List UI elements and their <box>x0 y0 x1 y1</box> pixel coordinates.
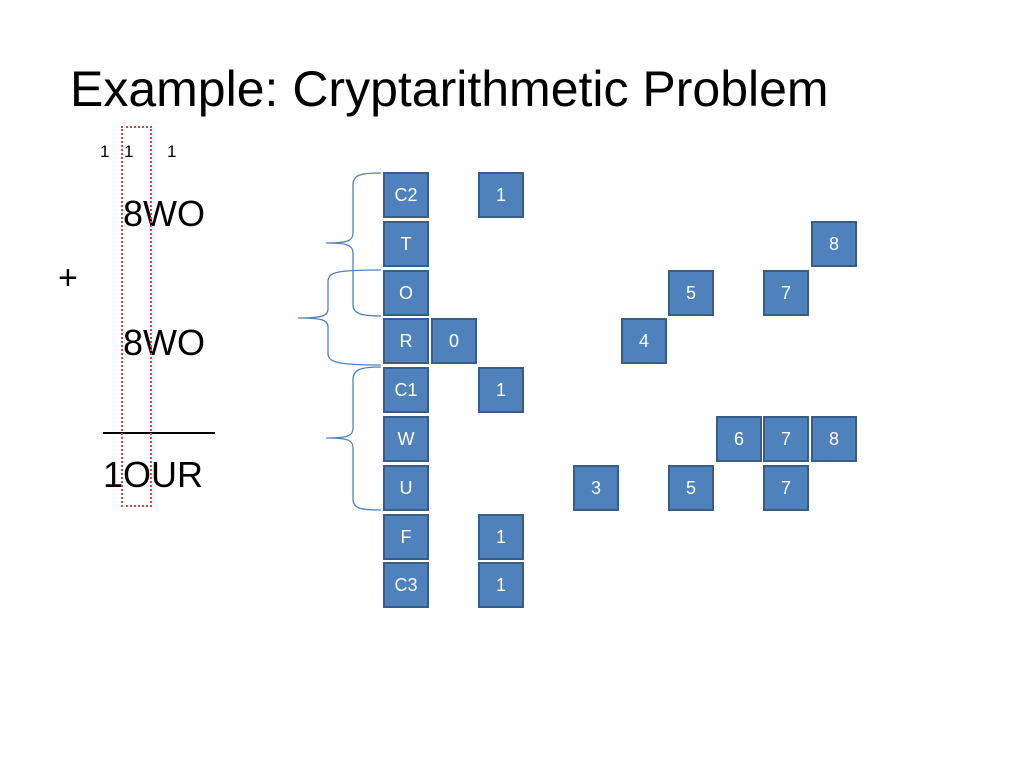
variable-cell-u: U <box>383 465 429 511</box>
value-cell: 3 <box>573 465 619 511</box>
variable-cell-w: W <box>383 416 429 462</box>
first-addend: 8WO <box>123 193 206 234</box>
highlighted-column-box <box>121 126 152 507</box>
value-cell: 7 <box>763 416 809 462</box>
variable-cell-r: R <box>383 318 429 364</box>
carry-digit: 1 <box>167 142 177 161</box>
value-cell: 1 <box>478 172 524 218</box>
value-cell: 7 <box>763 270 809 316</box>
value-cell: 0 <box>431 318 477 364</box>
plus-operator: + <box>58 259 78 297</box>
sum-result: 1OUR <box>103 454 204 495</box>
brace-middle <box>297 269 382 366</box>
variable-cell-c3: C3 <box>383 562 429 608</box>
value-cell: 6 <box>716 416 762 462</box>
value-cell: 7 <box>763 465 809 511</box>
value-cell: 1 <box>478 367 524 413</box>
value-cell: 5 <box>668 465 714 511</box>
variable-cell-c1: C1 <box>383 367 429 413</box>
carry-digit: 1 <box>124 142 134 161</box>
brace-upper <box>325 172 382 317</box>
variable-cell-f: F <box>383 514 429 560</box>
sum-rule-line <box>103 432 215 434</box>
slide-title: Example: Cryptarithmetic Problem <box>70 61 829 117</box>
value-cell: 1 <box>478 562 524 608</box>
variable-cell-t: T <box>383 221 429 267</box>
second-addend: 8WO <box>123 322 206 363</box>
value-cell: 1 <box>478 514 524 560</box>
brace-lower <box>325 366 382 511</box>
value-cell: 8 <box>811 221 857 267</box>
variable-cell-o: O <box>383 270 429 316</box>
variable-cell-c2: C2 <box>383 172 429 218</box>
value-cell: 5 <box>668 270 714 316</box>
value-cell: 4 <box>621 318 667 364</box>
value-cell: 8 <box>811 416 857 462</box>
carry-digit: 1 <box>100 142 110 161</box>
